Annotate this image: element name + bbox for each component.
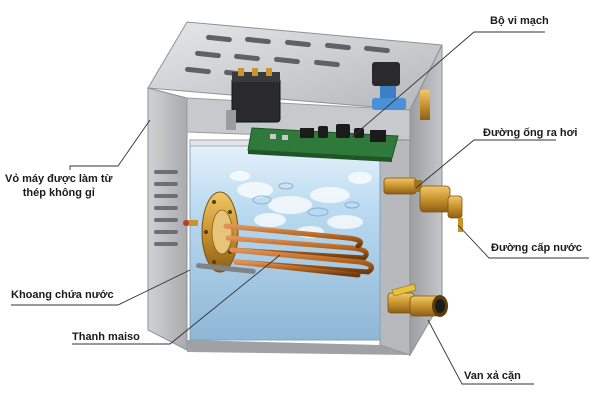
label-shell-line2: thép không gỉ: [22, 187, 95, 199]
leader-water-inlet: [457, 224, 589, 259]
heater-flange: [201, 191, 239, 273]
label-shell-line1: Vỏ máy được làm từ: [5, 173, 113, 185]
label-stainless-shell: Vỏ máy được làm từ thép không gỉ: [5, 172, 113, 200]
label-water-inlet: Đường cấp nước: [491, 242, 582, 254]
top-vent-slots: [185, 34, 390, 78]
leader-lines: [11, 31, 589, 385]
left-side-panel: [147, 87, 188, 351]
leader-steam-outlet: [415, 139, 556, 189]
contactor-relay: [226, 68, 281, 130]
top-cover: [147, 21, 443, 111]
label-circuit-board: Bộ vi mạch: [490, 15, 549, 27]
solenoid-valve: [372, 62, 430, 120]
water-inlet-fitting: [419, 185, 463, 232]
circuit-board: [247, 124, 399, 162]
leader-shell: [69, 119, 151, 170]
leader-heating-element: [72, 254, 281, 345]
leader-water-chamber: [11, 269, 191, 306]
indicator-fitting: [183, 220, 198, 226]
bottom-base: [187, 340, 410, 355]
leader-circuit-board: [351, 31, 545, 138]
label-heating-element: Thanh maiso: [72, 331, 140, 343]
steam-outlet-pipe: [383, 177, 422, 195]
leader-drain-valve: [427, 319, 534, 385]
label-water-chamber: Khoang chứa nước: [11, 289, 114, 301]
label-steam-outlet: Đường ống ra hơi: [483, 127, 578, 139]
drain-valve: [387, 283, 448, 317]
heating-element-coils: [223, 223, 375, 278]
level-sensor-rod: [196, 263, 256, 274]
label-drain-valve: Van xả cặn: [464, 370, 521, 382]
